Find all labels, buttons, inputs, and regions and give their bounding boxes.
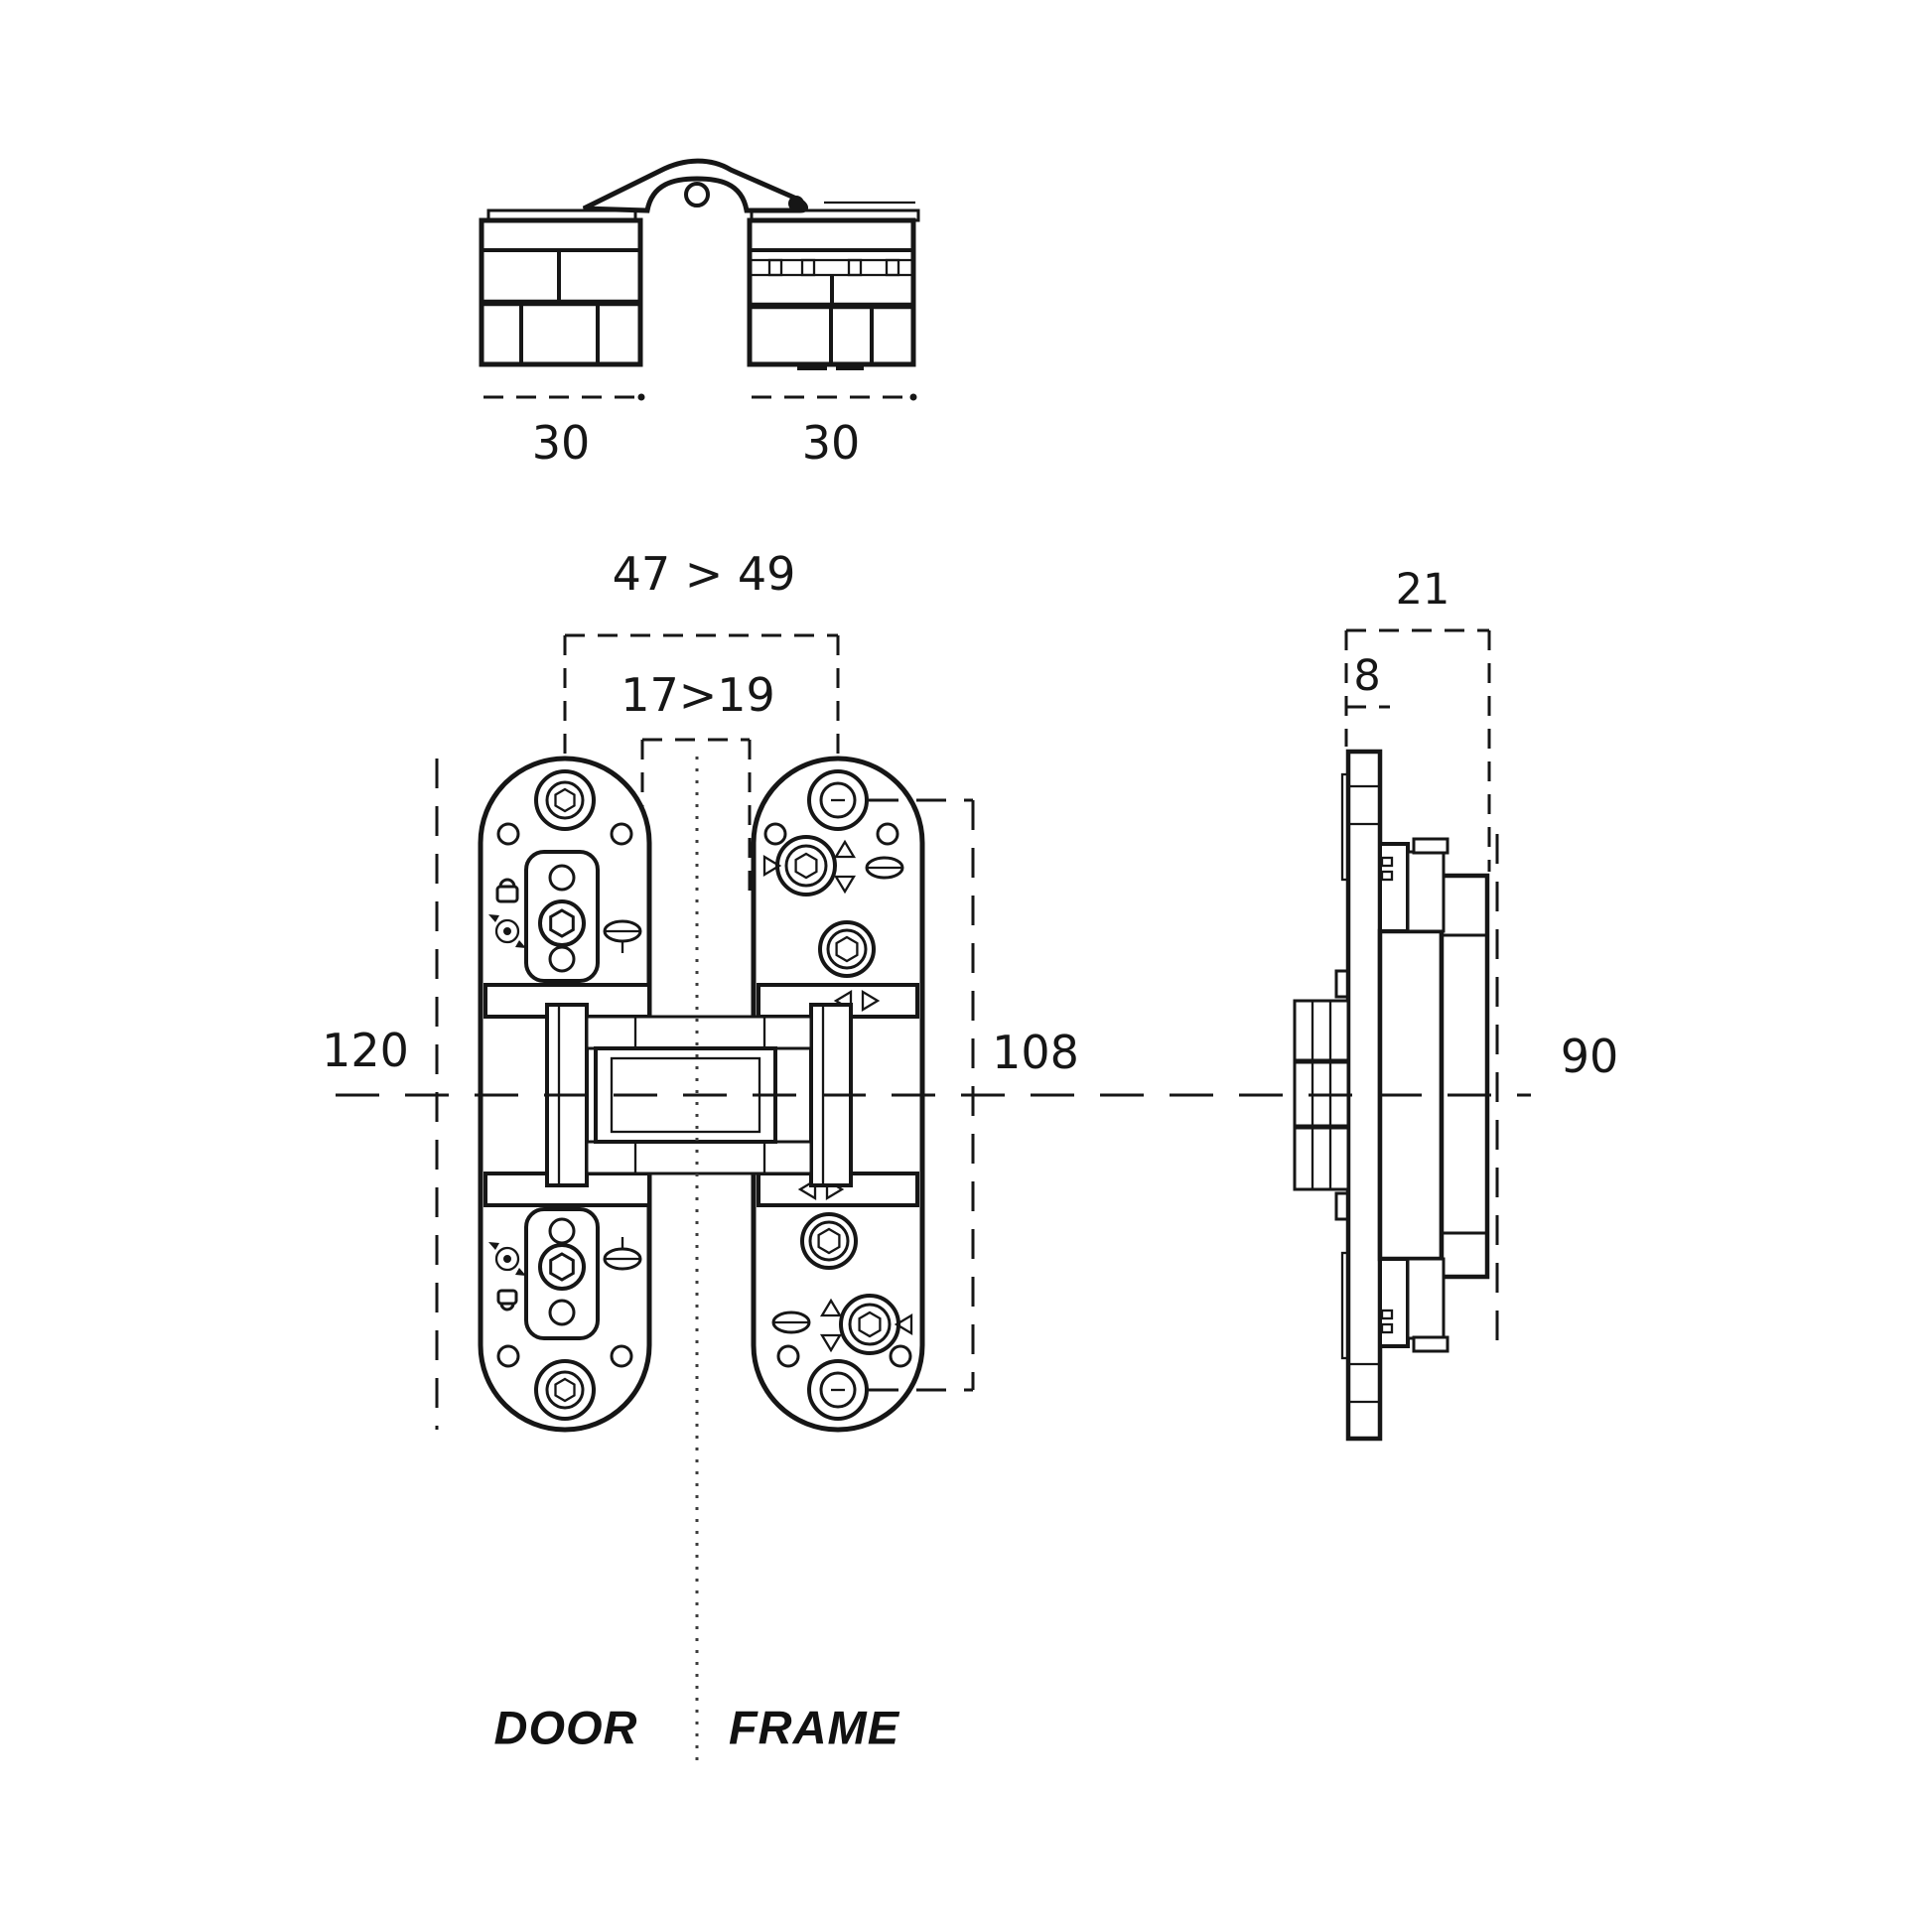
pivot-screw-bottom <box>800 1212 858 1270</box>
front-view: 47 > 49 17>19 120 <box>322 547 1079 1763</box>
cover-cap-icon-frame-bottom <box>771 1311 811 1334</box>
svg-text:120: 120 <box>322 1024 409 1077</box>
screw-hole-bottom-left <box>534 1359 596 1421</box>
vertical-adjust-screw-bottom <box>819 1294 913 1355</box>
dim-30-left: 30 <box>532 416 591 470</box>
screw-hole-bottom-right <box>807 1359 869 1421</box>
pivot-screw-top <box>818 920 876 978</box>
svg-text:90: 90 <box>1561 1030 1619 1083</box>
dim-47-49: 47 > 49 <box>563 547 840 755</box>
svg-text:8: 8 <box>1353 651 1380 701</box>
side-view: 21 8 90 <box>1293 565 1619 1442</box>
side-arm-top <box>1378 837 1449 933</box>
door-label: DOOR <box>494 1702 638 1754</box>
top-view-door-block <box>479 208 643 367</box>
vertical-adjust-screw-top <box>762 835 857 897</box>
dim-90: 90 <box>1495 834 1619 1356</box>
arrow-down-icon <box>833 875 857 895</box>
door-plate <box>478 756 652 1433</box>
svg-text:108: 108 <box>992 1026 1079 1079</box>
unlock-icon <box>496 1289 518 1311</box>
cover-cap-icon-top <box>603 919 642 953</box>
dim-8: 8 <box>1346 651 1390 709</box>
svg-text:47 > 49: 47 > 49 <box>613 547 796 601</box>
side-frame-column <box>1439 873 1490 1280</box>
top-view: 30 30 <box>479 158 920 470</box>
dim-30-right: 30 <box>802 416 861 470</box>
screw-hole-top-left <box>534 769 596 831</box>
screw-hole-top-right <box>807 769 869 831</box>
hinge-arm <box>582 158 915 213</box>
dim-21: 21 <box>1344 565 1491 872</box>
svg-text:21: 21 <box>1396 565 1450 615</box>
fixing-housing-bottom <box>524 1207 600 1340</box>
dim-108: 108 <box>869 798 1079 1392</box>
arrow-down-icon <box>819 1333 843 1353</box>
arrow-left-icon <box>894 1312 913 1336</box>
svg-text:17>19: 17>19 <box>621 668 775 722</box>
top-view-dimensions: 30 30 <box>483 393 917 470</box>
cover-cap-icon-frame-top <box>865 856 904 880</box>
fixing-housing-top <box>524 850 600 983</box>
frame-label: FRAME <box>729 1702 900 1754</box>
rotation-adjust-icon <box>488 914 526 948</box>
rotation-adjust-icon-bottom <box>488 1242 526 1276</box>
top-view-frame-block <box>747 208 920 370</box>
lock-icon <box>495 878 519 903</box>
cover-cap-icon-bottom <box>603 1237 642 1271</box>
arrow-right-icon <box>762 854 782 878</box>
arrow-up-icon <box>833 839 857 859</box>
side-arm-bottom <box>1378 1257 1449 1353</box>
arrow-up-icon <box>819 1298 843 1317</box>
hinge-mechanism <box>545 1003 853 1187</box>
